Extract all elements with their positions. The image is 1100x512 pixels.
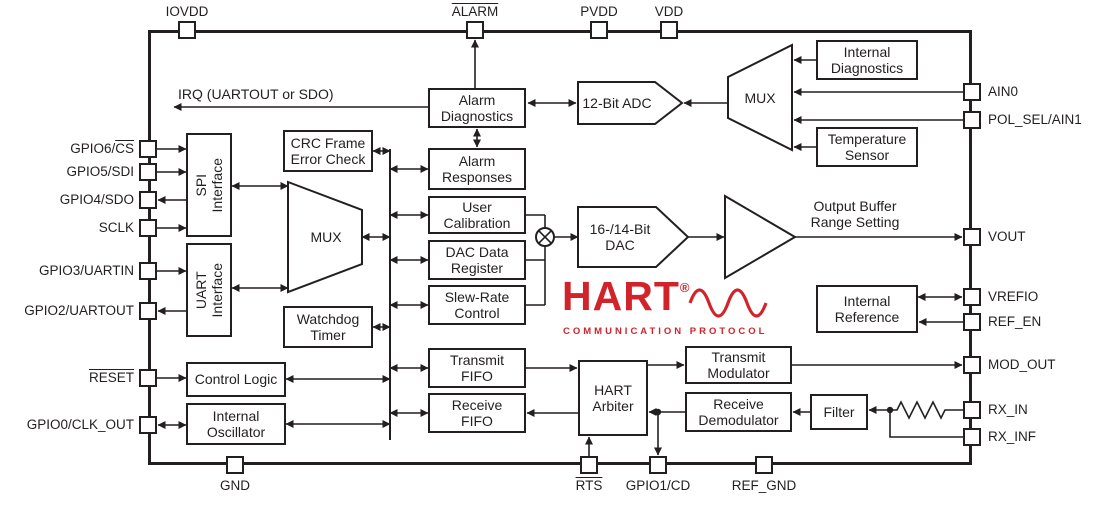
dac-shape — [577, 206, 690, 268]
pin-label-gpio4-sdo: GPIO4/SDO — [59, 192, 134, 207]
hart-wave-icon — [688, 288, 768, 318]
pin-gpio4-sdo — [139, 191, 157, 209]
block-temperature-sensor: Temperature Sensor — [816, 127, 918, 167]
pin-label-gpio0-clk-out: GPIO0/CLK_OUT — [26, 417, 134, 432]
pin-sclk — [139, 219, 157, 237]
pin-label-gpio2-uartout: GPIO2/UARTOUT — [24, 303, 134, 318]
mux-top-shape — [727, 43, 793, 152]
resistor-rx-in — [890, 400, 963, 420]
pin-ain0 — [963, 83, 981, 101]
mux-mid-label: MUX — [310, 228, 342, 245]
block-transmit-fifo: Transmit FIFO — [428, 348, 526, 388]
pin-label-mod-out: MOD_OUT — [988, 357, 1056, 372]
hart-logo: HART® — [562, 273, 690, 319]
pin-pvdd — [590, 21, 608, 39]
wire-rx-inf — [889, 410, 963, 438]
block-transmit-modulator: Transmit Modulator — [685, 346, 792, 384]
mux-mid-shape — [287, 180, 363, 294]
multiplier-x2 — [538, 230, 552, 244]
pin-gpio0-clk-out — [139, 416, 157, 434]
block-spi-interface: SPI Interface — [186, 133, 232, 237]
pin-label-gnd: GND — [220, 478, 250, 493]
pin-label-pvdd: PVDD — [580, 4, 618, 19]
pin-label-vdd: VDD — [654, 4, 684, 19]
block-receive-demodulator: Receive Demodulator — [685, 392, 792, 432]
pin-reset — [139, 369, 157, 387]
pin-alarm — [466, 21, 484, 39]
block-slew-rate-control: Slew-Rate Control — [428, 285, 526, 325]
pin-vrefio — [963, 288, 981, 306]
pin-mod-out — [963, 356, 981, 374]
block-watchdog-timer: Watchdog Timer — [283, 306, 373, 348]
pin-label-rts: RTS — [575, 478, 603, 493]
pin-gpio5-sdi — [139, 163, 157, 181]
block-uart-interface: UART Interface — [186, 243, 232, 337]
block-alarm-responses: Alarm Responses — [428, 148, 526, 190]
pin-label-ref-en: REF_EN — [988, 314, 1042, 329]
mux-top-label: MUX — [744, 89, 776, 106]
output-buffer-label: Output Buffer Range Setting — [810, 197, 900, 230]
pin-label-rx-inf: RX_INF — [988, 429, 1037, 444]
irq-label: IRQ (UARTOUT or SDO) — [178, 86, 334, 102]
block-internal-diagnostics: Internal Diagnostics — [816, 40, 918, 80]
pin-rts — [580, 456, 598, 474]
block-control-logic: Control Logic — [186, 362, 286, 397]
block-dac-data-register: DAC Data Register — [428, 240, 526, 280]
pin-vdd — [660, 21, 678, 39]
registered-mark: ® — [679, 280, 690, 295]
block-hart-arbiter: HART Arbiter — [578, 360, 648, 436]
pin-rx-in — [963, 401, 981, 419]
pin-gpio2-uartout — [139, 302, 157, 320]
pin-label-pol-sel-ain1: POL_SEL/AIN1 — [988, 112, 1082, 127]
pin-label-vout: VOUT — [988, 229, 1026, 244]
pin-gpio6-cs — [139, 140, 157, 158]
pin-label-reset: RESET — [88, 370, 134, 385]
pin-rx-inf — [963, 428, 981, 446]
pin-gpio3-uartin — [139, 262, 157, 280]
pin-iovdd — [178, 21, 196, 39]
block-user-calibration: User Calibration — [428, 196, 526, 234]
block-alarm-diagnostics: Alarm Diagnostics — [428, 88, 526, 128]
pin-label-rx-in: RX_IN — [988, 402, 1028, 417]
pin-label-alarm: ALARM — [451, 4, 499, 19]
pin-vout — [963, 228, 981, 246]
hart-logo-subtitle: COMMUNICATION PROTOCOL — [563, 326, 768, 337]
pin-ref-gnd — [755, 456, 773, 474]
pin-pol-sel-ain1 — [963, 111, 981, 129]
pin-label-gpio1-cd: GPIO1/CD — [625, 478, 691, 493]
pin-label-gpio5-sdi: GPIO5/SDI — [66, 164, 134, 179]
pin-label-ain0: AIN0 — [988, 84, 1019, 99]
block-receive-fifo: Receive FIFO — [428, 393, 526, 433]
block-filter: Filter — [810, 394, 868, 430]
chip-outline — [148, 30, 972, 465]
output-buffer-shape — [724, 194, 797, 280]
block-internal-oscillator: Internal Oscillator — [186, 403, 286, 445]
pin-label-vrefio: VREFIO — [988, 289, 1039, 304]
pin-ref-en — [963, 313, 981, 331]
block-crc-frame-error-check: CRC Frame Error Check — [283, 130, 373, 172]
adc-shape — [577, 81, 684, 125]
pin-gpio1-cd — [649, 456, 667, 474]
pin-label-sclk: SCLK — [98, 220, 134, 235]
pin-label-iovdd: IOVDD — [165, 4, 209, 19]
block-internal-reference: Internal Reference — [816, 285, 918, 333]
dac-label: 16-/14-Bit DAC — [589, 220, 651, 253]
pin-label-ref-gnd: REF_GND — [731, 478, 797, 493]
pin-label-gpio3-uartin: GPIO3/UARTIN — [38, 263, 134, 278]
junction-dot-rx — [886, 406, 894, 414]
adc-label: 12-Bit ADC — [582, 94, 652, 111]
pin-label-gpio6-cs: GPIO6/CS — [70, 141, 134, 156]
junction-dot-cd — [654, 408, 662, 416]
pin-gnd — [226, 456, 244, 474]
